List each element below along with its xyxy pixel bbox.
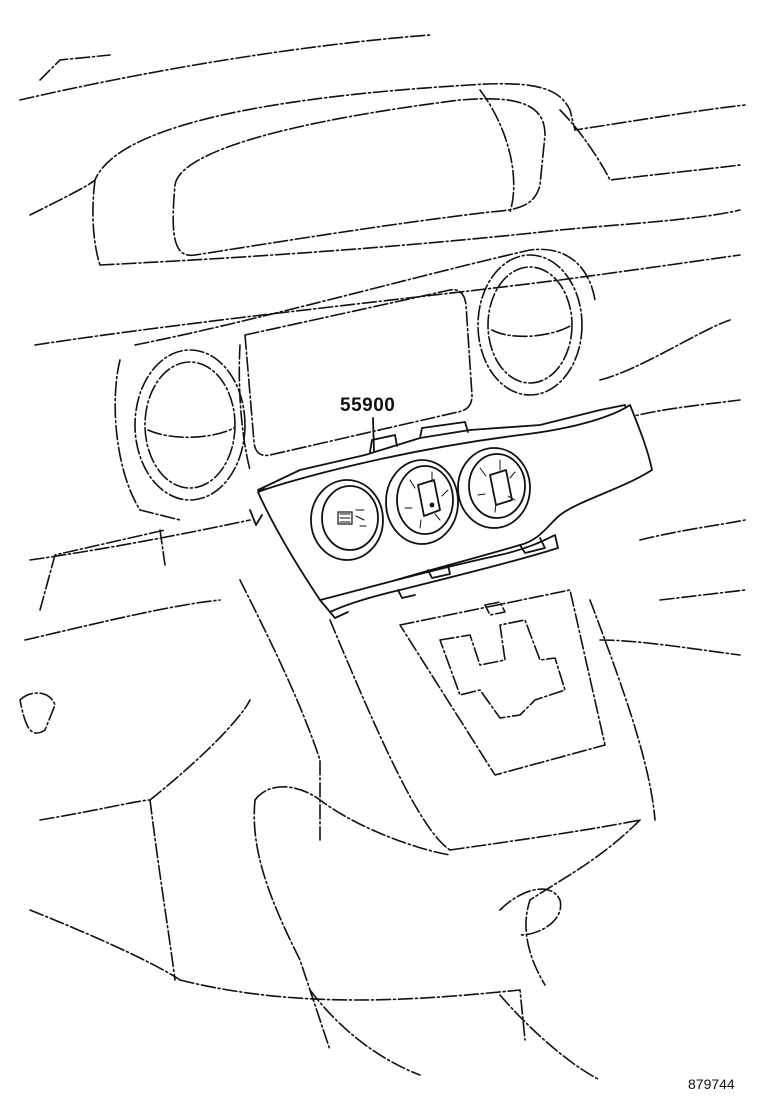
left-air-vent xyxy=(134,349,246,501)
center-console xyxy=(149,579,656,1081)
heater-control-panel-icon xyxy=(249,404,653,619)
right-air-vent xyxy=(477,254,583,396)
part-number-callout: 55900 xyxy=(340,395,396,416)
upper-storage-recess xyxy=(172,89,546,257)
mid-dash-lines xyxy=(34,248,741,521)
figure-reference-number: 879744 xyxy=(688,1076,735,1092)
callout-leader-line xyxy=(372,417,375,453)
center-display-outline xyxy=(238,288,473,471)
upper-dash-outline xyxy=(19,34,746,266)
left-lower-dash xyxy=(19,519,251,981)
rear-defrost-icon xyxy=(337,509,367,527)
right-dash-body xyxy=(599,319,746,656)
